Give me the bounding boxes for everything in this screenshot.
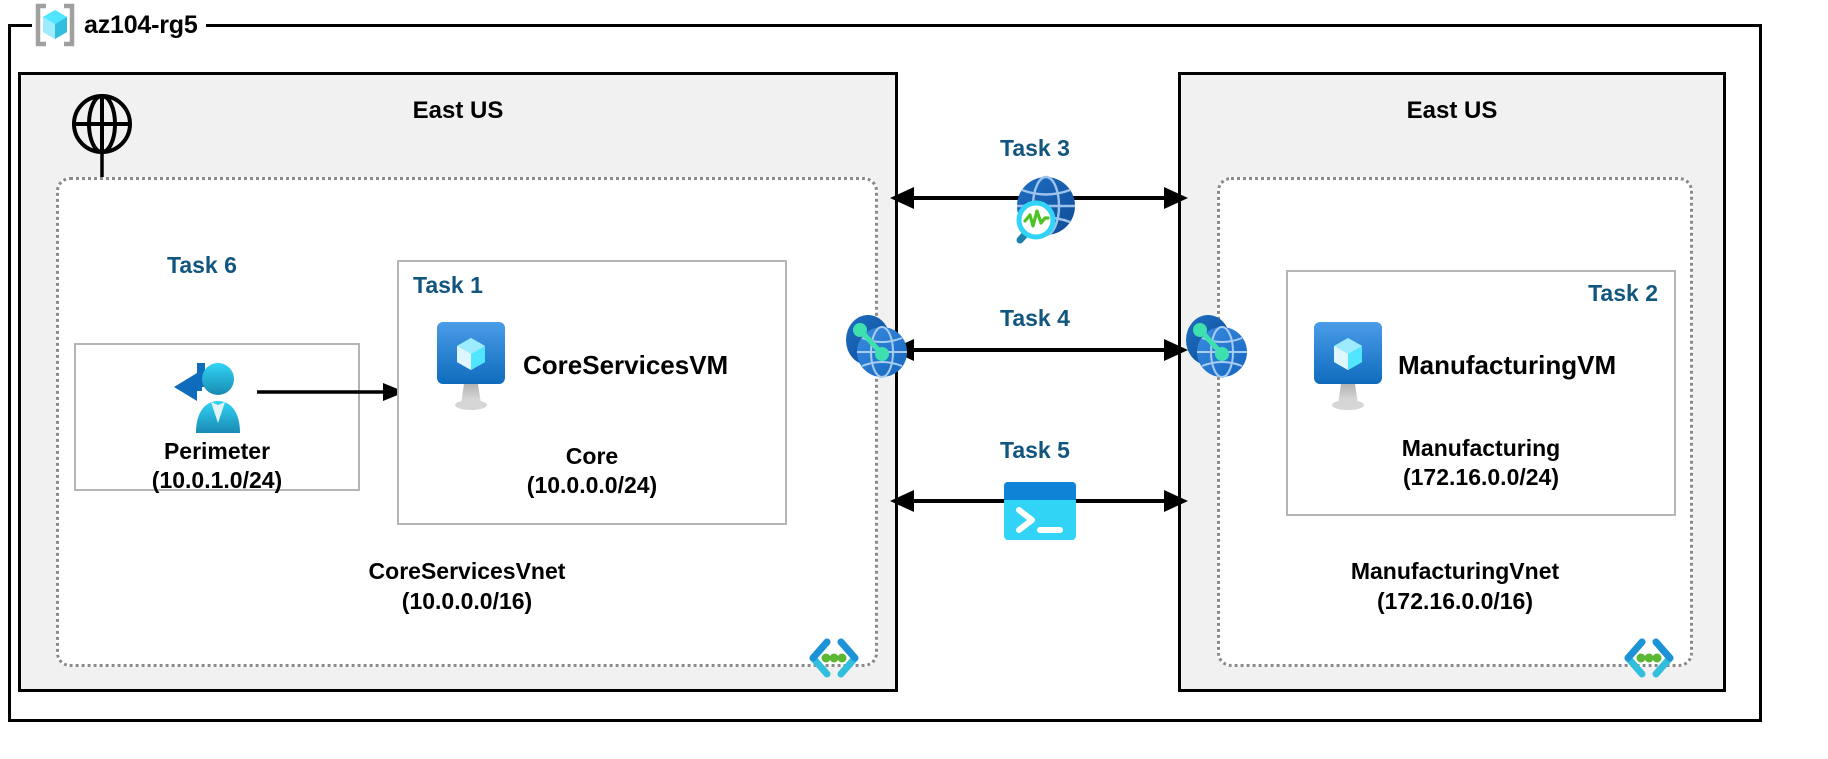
- vnet-core-services: Task 6: [56, 177, 878, 678]
- subnet-perimeter: Perimeter (10.0.1.0/24): [74, 343, 360, 493]
- subnet-icon: [1622, 636, 1676, 680]
- virtual-machine-icon: [433, 320, 509, 412]
- subnet-core-caption: Core (10.0.0.0/24): [399, 442, 785, 501]
- virtual-machine-icon: [1310, 320, 1386, 412]
- subnet-core-cidr: (10.0.0.0/24): [526, 472, 658, 499]
- resource-group-name: az104-rg5: [84, 10, 198, 39]
- azure-resource-group-icon: [32, 2, 78, 48]
- vnet-manufacturing-name: ManufacturingVnet: [1350, 558, 1560, 585]
- vnet-manufacturing-caption: ManufacturingVnet (172.16.0.0/16): [1220, 557, 1690, 616]
- subnet-manufacturing-cidr: (172.16.0.0/24): [1402, 464, 1559, 491]
- vnet-peering-icon: [838, 310, 914, 386]
- subnet-manufacturing-name: Manufacturing: [1401, 435, 1561, 461]
- region-box-left: East US Task 6: [18, 72, 898, 692]
- subnet-perimeter-caption: Perimeter (10.0.1.0/24): [76, 437, 358, 496]
- vnet-core-name: CoreServicesVnet: [368, 558, 566, 585]
- vm-label-manufacturing: ManufacturingVM: [1398, 350, 1617, 380]
- task-label-6: Task 6: [167, 252, 237, 278]
- subnet-icon: [807, 636, 861, 680]
- user-signin-icon: [164, 357, 252, 435]
- network-watcher-icon: [1000, 172, 1080, 252]
- vnet-manufacturing-cidr: (172.16.0.0/16): [1376, 587, 1533, 614]
- perimeter-to-core-arrow: [257, 383, 405, 401]
- connection-label-task-3: Task 3: [1000, 135, 1070, 161]
- vnet-core-caption: CoreServicesVnet (10.0.0.0/16): [59, 557, 875, 616]
- subnet-perimeter-name: Perimeter: [163, 438, 271, 464]
- subnet-perimeter-cidr: (10.0.1.0/24): [151, 467, 283, 494]
- subnet-manufacturing-caption: Manufacturing (172.16.0.0/24): [1288, 434, 1674, 493]
- subnet-manufacturing: Task 2: [1286, 270, 1676, 516]
- resource-group-header: az104-rg5: [32, 2, 206, 48]
- resource-group-frame: [8, 24, 1762, 722]
- connection-label-task-4: Task 4: [1000, 305, 1070, 331]
- vnet-manufacturing: Task 2: [1217, 177, 1693, 678]
- globe-internet-icon: [71, 93, 133, 155]
- vm-label-core: CoreServicesVM: [523, 350, 729, 380]
- vnet-core-cidr: (10.0.0.0/16): [401, 587, 533, 614]
- connection-label-task-5: Task 5: [1000, 437, 1070, 463]
- region-title-right: East US: [1406, 97, 1498, 124]
- subnet-core: Task 1: [397, 260, 787, 525]
- task-label-2: Task 2: [1588, 280, 1658, 306]
- region-title-left: East US: [412, 97, 504, 124]
- subnet-core-name: Core: [565, 443, 619, 469]
- task-label-1: Task 1: [413, 272, 483, 298]
- cloud-shell-icon: [1002, 480, 1078, 542]
- task-4-arrow: [890, 339, 1188, 361]
- vnet-peering-icon: [1178, 310, 1254, 386]
- region-box-right: East US Task 2: [1178, 72, 1726, 692]
